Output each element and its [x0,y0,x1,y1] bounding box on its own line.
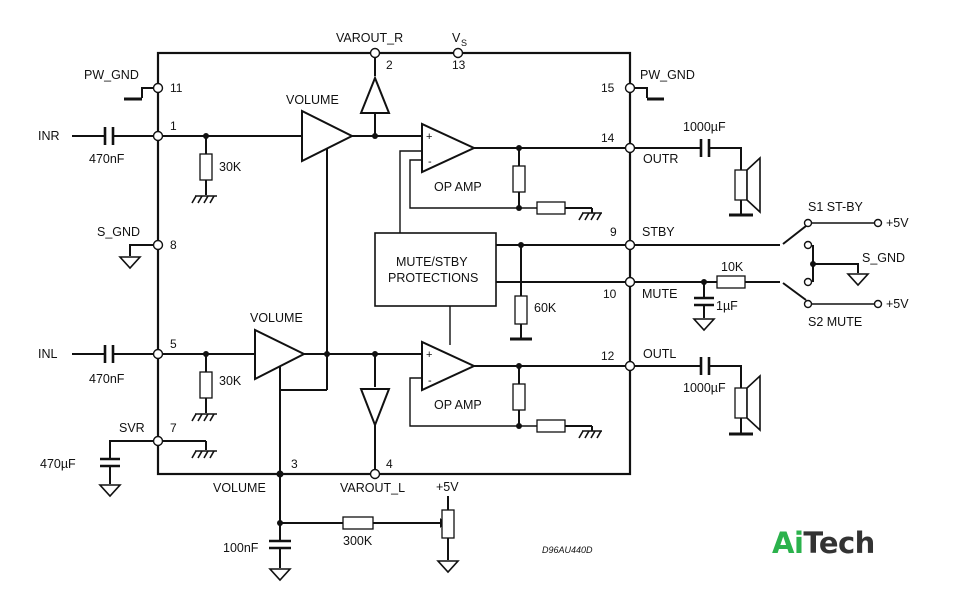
cap-1uf-label: 1µF [716,299,738,313]
ic-body [156,51,632,476]
varout-r-buffer [359,75,391,114]
stby-label: STBY [642,225,675,239]
vs-subscript: S [461,38,467,48]
speaker-l [734,387,748,419]
pin-3-volume [268,470,446,582]
res-10k [716,275,746,289]
pin-7-svr [98,435,217,498]
pin-2-number: 2 [386,58,393,72]
pin-4-number: 4 [386,457,393,471]
op-amp-top-label: OP AMP [434,180,482,194]
op-amp-l-feedback [409,363,630,439]
volume-r-amp [301,109,355,163]
plus5v-s2-label: +5V [886,297,909,311]
pin-2-varout-r [359,47,391,134]
plus5v-pot-label: +5V [436,480,459,494]
inr-label: INR [38,129,60,143]
pin-14-outr [624,139,761,217]
mute-stby-label-2: PROTECTIONS [388,271,478,285]
res-300k [342,516,374,530]
op-amp-r [421,122,477,174]
speaker-r [734,169,748,201]
pw-gnd-right-label: PW_GND [640,68,695,82]
res-30k-r [199,153,213,181]
volume-r-output [326,133,422,390]
pin-10-number: 10 [603,287,617,301]
cap-1000uf-r-label: 1000µF [683,120,726,134]
pin-9-number: 9 [610,225,617,239]
plus5v-s1-label: +5V [886,216,909,230]
res-30k-l-label: 30K [219,374,242,388]
aitech-logo: AiTech [772,526,875,560]
logo-part-tech: Tech [803,526,875,560]
cap-470nf-r-label: 470nF [89,152,125,166]
pin-12-outl [624,357,761,436]
op-amp-r-plus: + [426,131,432,143]
pin-8-s-gnd [118,239,164,270]
mute-stby-connections [449,242,630,345]
mute-stby-block [374,232,497,307]
pin-12-number: 12 [601,349,615,363]
op-amp-r-feedback [399,145,630,233]
svr-label: SVR [119,421,145,435]
vs-label: V [452,31,461,45]
volume-top-label: VOLUME [286,93,339,107]
pin-15-pw-gnd [624,82,664,101]
pin-10-mute [624,275,883,332]
outl-label: OUTL [643,347,676,361]
res-30k-r-label: 30K [219,160,242,174]
switch-common-s-gnd [803,240,870,287]
pin-8-number: 8 [170,238,177,252]
op-amp-bottom-label: OP AMP [434,398,482,412]
cap-100nf-label: 100nF [223,541,259,555]
logo-part-ai: Ai [772,526,804,560]
res-30k-l [199,371,213,399]
inl-label: INL [38,347,58,361]
pin-13-vs [452,47,464,59]
varout-l-label: VAROUT_L [340,481,405,495]
s-gnd-right-label: S_GND [862,251,905,265]
s2-label: S2 MUTE [808,315,862,329]
mute-label: MUTE [642,287,677,301]
volume-potentiometer [436,496,460,574]
res-10k-label: 10K [721,260,744,274]
pin-5-number: 5 [170,337,177,351]
drawing-code: D96AU440D [542,545,593,555]
res-60k-label: 60K [534,301,557,315]
op-amp-r-minus: - [428,156,432,168]
inr-input-path [72,127,302,204]
pin-11-pw-gnd [124,82,164,101]
s1-label: S1 ST-BY [808,200,864,214]
res-300k-label: 300K [343,534,373,548]
op-amp-l-plus: + [426,349,432,361]
pin-1-number: 1 [170,119,177,133]
volume-l-output [279,351,422,474]
pw-gnd-left-label: PW_GND [84,68,139,82]
cap-1000uf-l-label: 1000µF [683,381,726,395]
pin-13-number: 13 [452,58,466,72]
pin-3-number: 3 [291,457,298,471]
op-amp-l [421,340,477,392]
outr-label: OUTR [643,152,678,166]
volume-bottom-label: VOLUME [213,481,266,495]
pin-11-number: 11 [170,81,183,95]
pin-14-number: 14 [601,131,615,145]
pin-4-varout-l [359,354,391,480]
pin-9-stby [624,218,883,251]
pin-7-number: 7 [170,421,177,435]
pin-15-number: 15 [601,81,615,95]
varout-l-buffer [359,388,391,428]
res-60k [514,295,528,325]
cap-470nf-l-label: 470nF [89,372,125,386]
volume-mid-label: VOLUME [250,311,303,325]
s-gnd-left-label: S_GND [97,225,140,239]
op-amp-l-minus: - [428,375,432,387]
cap-470uf-label: 470µF [40,457,76,471]
mute-stby-label-1: MUTE/STBY [396,255,468,269]
varout-r-label: VAROUT_R [336,31,403,45]
inl-input-path [72,345,255,422]
